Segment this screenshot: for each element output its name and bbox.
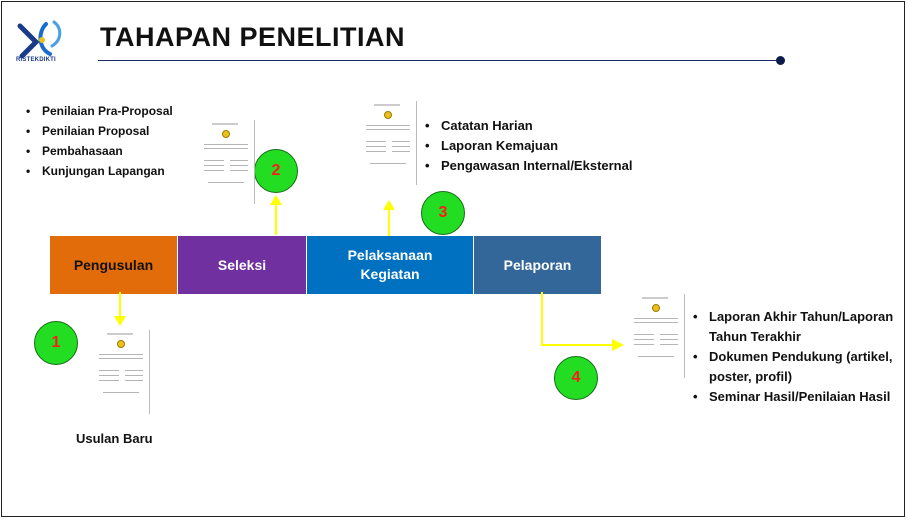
step-circle-4: 4 [554,356,598,400]
stage-label: Pelaporan [503,256,572,273]
ristekdikti-logo [17,20,62,59]
list-item: Laporan Kemajuan [425,136,632,156]
stage-pengusulan: Pengusulan [50,236,178,294]
document-thumbnail [198,120,255,204]
list-item: Penilaian Proposal [26,121,173,141]
stage-label: Seleksi [217,256,267,273]
stage-label: Pengusulan [73,256,154,273]
usulan-baru-caption: Usulan Baru [76,431,153,446]
arrow-up-icon [270,195,282,235]
title-underline [98,60,782,61]
arrow-right-elbow-icon [541,292,624,351]
list-item: Dokumen Pendukung (artikel, poster, prof… [693,347,898,387]
arrow-down-icon [114,292,126,326]
list-item: Seminar Hasil/Penilaian Hasil [693,387,898,407]
page-title: TAHAPAN PENELITIAN [100,22,405,52]
document-thumbnail [360,101,417,185]
seleksi-activity-list: Penilaian Pra-Proposal Penilaian Proposa… [26,101,173,181]
pelaporan-activity-list: Laporan Akhir Tahun/Laporan Tahun Terakh… [693,307,898,407]
list-item: Pengawasan Internal/Eksternal [425,156,632,176]
stage-label: Pelaksanaan Kegiatan [347,247,433,282]
step-circle-1: 1 [34,321,78,365]
document-thumbnail [628,294,685,378]
step-circle-3: 3 [421,191,465,235]
stage-pelaksanaan-kegiatan: Pelaksanaan Kegiatan [307,236,474,294]
list-item: Penilaian Pra-Proposal [26,101,173,121]
step-circle-2: 2 [254,149,298,193]
logo-text: RISTEKDIKTI [16,57,56,63]
list-item: Pembahasaan [26,141,173,161]
title-line-end-dot [776,56,785,65]
pelaksanaan-activity-list: Catatan Harian Laporan Kemajuan Pengawas… [425,116,632,176]
list-item: Catatan Harian [425,116,632,136]
document-thumbnail [93,330,150,414]
stage-pelaporan: Pelaporan [474,236,602,294]
arrow-up-icon [383,200,395,236]
list-item: Laporan Akhir Tahun/Laporan Tahun Terakh… [693,307,898,347]
stage-seleksi: Seleksi [178,236,307,294]
list-item: Kunjungan Lapangan [26,161,173,181]
